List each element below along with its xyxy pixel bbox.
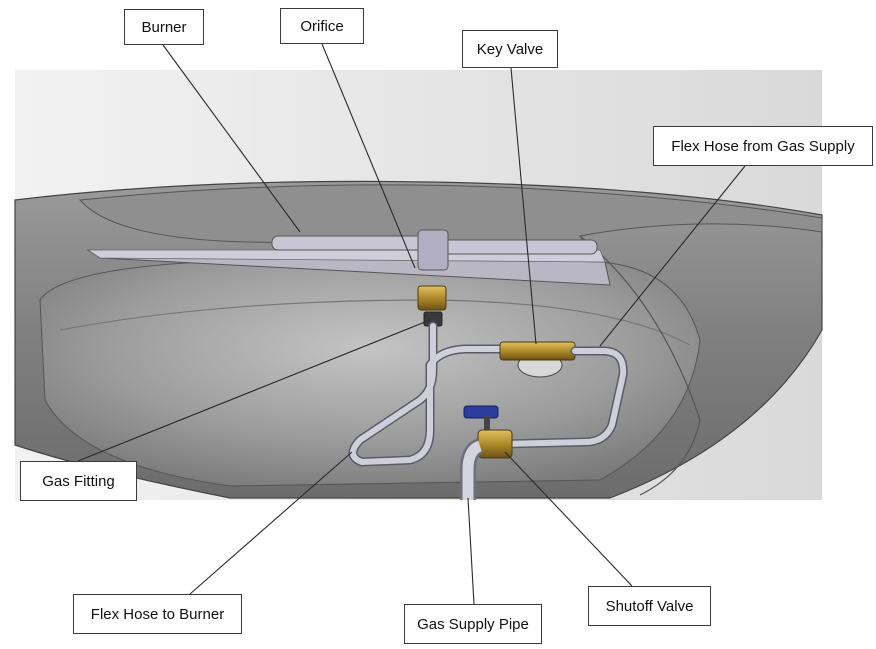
burner-tube-left [271, 235, 433, 251]
label-orifice: Orifice [280, 8, 364, 44]
gas-fitting-part [417, 285, 447, 311]
burner-tube-right [431, 239, 598, 255]
flex-hose-to-burner-inner [350, 323, 503, 465]
leader-gas-supply-pipe [467, 497, 475, 605]
key-valve [499, 341, 576, 361]
leader-key-valve [510, 67, 537, 345]
leader-gas-fitting [77, 319, 431, 462]
gas-supply-pipe-inner [462, 440, 483, 500]
leader-lines [77, 43, 746, 605]
label-gas-supply-pipe: Gas Supply Pipe [404, 604, 542, 644]
label-shutoff-valve: Shutoff Valve [588, 586, 711, 626]
bowl-interior [39, 255, 701, 487]
leader-burner [162, 44, 301, 233]
leader-shutoff-valve [504, 451, 633, 587]
flex-hose-from-supply-inner [502, 348, 627, 447]
label-flex-hose-from-gas-supply: Flex Hose from Gas Supply [653, 126, 873, 166]
label-gas-fitting: Gas Fitting [20, 461, 137, 501]
leader-orifice [321, 43, 416, 269]
shutoff-valve-stem [484, 416, 490, 432]
burner-manifold [417, 229, 449, 271]
leader-flex-hose-burner [189, 451, 353, 595]
bowl-right-wall [579, 235, 701, 496]
label-flex-hose-to-burner: Flex Hose to Burner [73, 594, 242, 634]
shutoff-valve-handle [463, 405, 499, 419]
leader-flex-hose-supply [599, 165, 746, 347]
label-key-valve: Key Valve [462, 30, 558, 68]
label-burner: Burner [124, 9, 204, 45]
